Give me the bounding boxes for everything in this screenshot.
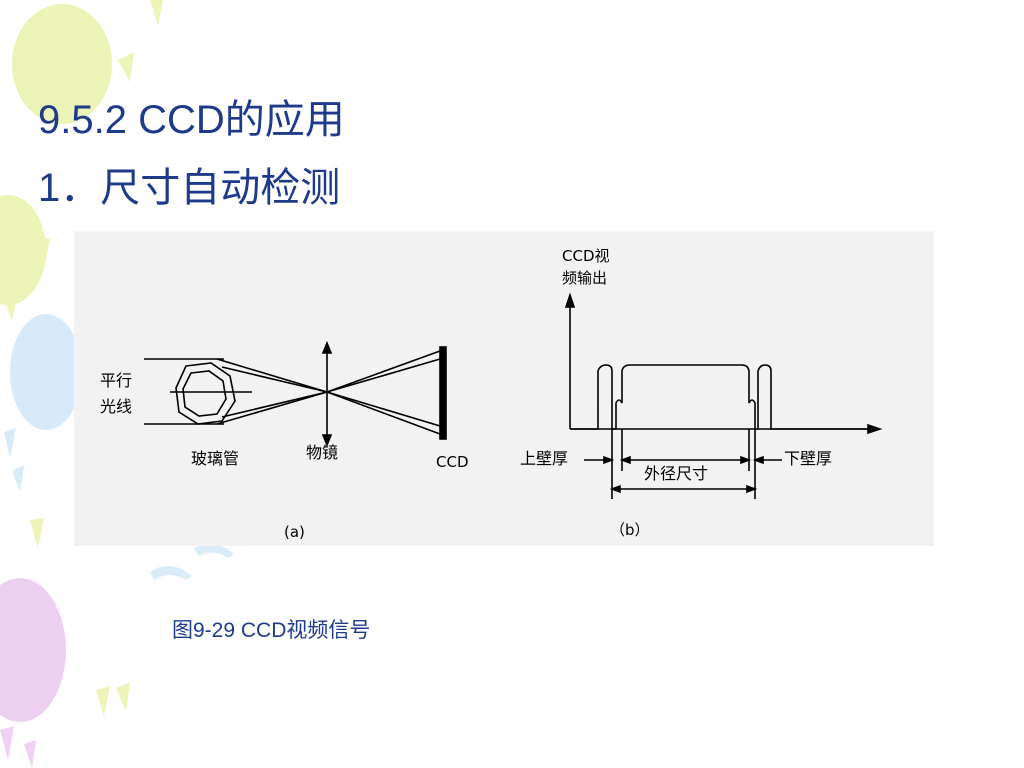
figure-b-signal — [564, 292, 883, 499]
figure-background — [74, 231, 934, 546]
label-objective-lens: 物镜 — [306, 443, 338, 462]
yellow-balloon — [0, 4, 112, 305]
pink-streamers — [0, 726, 36, 768]
slide-heading: 9.5.2 CCD的应用 — [38, 98, 345, 142]
label-video-output-line1: CCD视 — [562, 247, 610, 265]
glass-tube-outer — [175, 362, 236, 425]
objective-lens-top-arrow — [321, 340, 333, 354]
figure-caption: 图9-29 CCD视频信号 — [172, 619, 371, 642]
ccd-measurement-figure: 平行 光线 玻璃管 物镜 CCD (a) CCD视 频输出 上壁厚 外径尺寸 下 — [74, 231, 934, 546]
label-video-output-line2: 频输出 — [562, 269, 607, 287]
slide-subheading: 1．尺寸自动检测 — [38, 166, 341, 210]
label-glass-tube: 玻璃管 — [191, 449, 239, 468]
objective-lens-bottom-arrow — [321, 434, 333, 448]
label-lower-wall-thickness: 下壁厚 — [784, 449, 832, 468]
pink-balloon — [0, 578, 66, 722]
glass-tube-inner — [182, 370, 227, 417]
label-upper-wall-thickness: 上壁厚 — [520, 449, 568, 468]
confetti-streamers — [4, 0, 163, 716]
figure-b-sublabel: （b） — [610, 521, 650, 539]
label-outer-diameter: 外径尺寸 — [644, 464, 708, 483]
figure-a-sublabel: (a) — [284, 523, 305, 541]
signal-vertical-axis-arrow — [564, 292, 576, 308]
ccd-sensor-plate — [439, 346, 447, 440]
video-signal-waveform — [570, 364, 874, 430]
blue-balloon — [10, 314, 82, 430]
figure-a-setup — [144, 340, 447, 448]
label-ccd: CCD — [436, 453, 469, 471]
label-parallel-light-line2: 光线 — [100, 397, 132, 416]
label-parallel-light-line1: 平行 — [100, 371, 132, 390]
